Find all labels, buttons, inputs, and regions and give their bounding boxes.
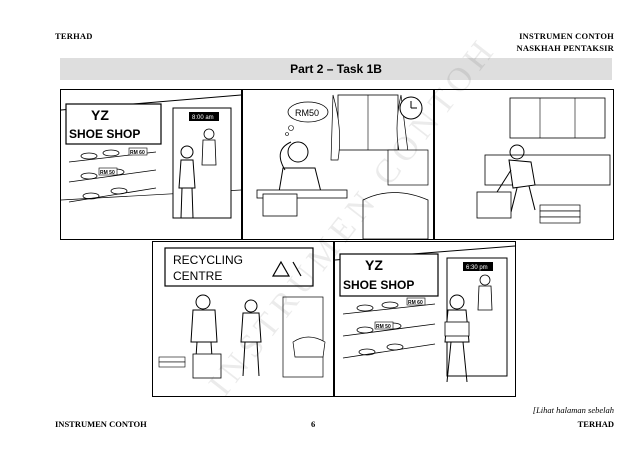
sign-text: SHOE SHOP — [343, 278, 414, 292]
sign-line2: CENTRE — [173, 269, 222, 283]
thought-price: RM50 — [295, 108, 319, 118]
kitchen-cabinet — [509, 97, 606, 139]
building-door — [282, 296, 324, 378]
footer-right-line1: [Lihat halaman sebelah — [532, 405, 614, 415]
task-banner: Part 2 – Task 1B — [60, 58, 612, 80]
shopkeeper-figure — [477, 274, 493, 311]
boy-collecting-illustration — [476, 97, 611, 224]
sign-brand: YZ — [91, 107, 109, 123]
page-number: 6 — [311, 419, 316, 429]
shop-sign — [65, 103, 162, 145]
recycling-centre-illustration: RECYCLING CENTRE — [158, 247, 326, 379]
counter — [484, 154, 611, 186]
price-tag-1: RM 60 — [130, 150, 145, 156]
header-left: TERHAD — [55, 31, 93, 41]
boy-figure — [496, 144, 536, 213]
shoe-shelves — [342, 301, 436, 359]
boy-figure — [240, 299, 262, 377]
shoe-box-in-hand — [444, 321, 470, 337]
sofa — [362, 192, 429, 239]
shoe-box — [262, 193, 298, 217]
panel-recycling-centre: RECYCLING CENTRE — [152, 241, 334, 397]
sign-line1: RECYCLING — [173, 253, 243, 267]
newspaper-stack — [158, 356, 186, 368]
thought-bubble — [287, 101, 329, 123]
newspaper-stack — [539, 204, 581, 224]
door-clock — [463, 262, 493, 271]
panel-boy-thinking: RM50 — [242, 89, 434, 240]
price-tag-2: RM 50 — [100, 170, 115, 176]
price-tag-1: RM 60 — [408, 300, 423, 306]
panel-shoe-shop-evening: YZ SHOE SHOP RM 60 RM 50 6:30 pm — [334, 241, 516, 397]
shoe-shop-evening-illustration: YZ SHOE SHOP RM 60 RM 50 6:30 pm — [335, 245, 515, 383]
shopkeeper-figure — [201, 128, 217, 166]
recyclables-pile — [292, 336, 326, 358]
panel-boy-collecting — [434, 89, 614, 240]
footer-right-line2: TERHAD — [577, 419, 614, 429]
task-title: Part 2 – Task 1B — [290, 62, 382, 76]
box — [476, 191, 512, 219]
curtain-left — [330, 94, 341, 161]
recycling-sign — [164, 247, 314, 287]
table — [256, 189, 348, 199]
price-tag-2: RM 50 — [376, 324, 391, 330]
recycle-icon — [271, 260, 302, 277]
footer-left: INSTRUMEN CONTOH — [55, 419, 147, 429]
shoe-shelves — [68, 149, 157, 203]
door-clock-time: 6:30 pm — [466, 265, 488, 271]
shop-sign — [339, 253, 439, 297]
boy-figure — [178, 145, 196, 219]
door-clock — [189, 112, 219, 121]
header-right-line2: NASKHAH PENTAKSIR — [516, 43, 614, 53]
boy-figure — [278, 141, 322, 193]
sign-text: SHOE SHOP — [69, 127, 140, 141]
shoe-shop-morning-illustration: YZ SHOE SHOP RM 60 RM 50 8:00 am — [61, 94, 241, 219]
door-clock-time: 8:00 am — [192, 115, 214, 121]
scale — [192, 353, 222, 379]
boy-thinking-illustration: RM50 — [256, 94, 429, 239]
sign-brand: YZ — [365, 257, 383, 273]
cushion — [387, 149, 429, 186]
header-right-line1: INSTRUMEN CONTOH — [519, 31, 614, 41]
panel-shoe-shop-morning: YZ SHOE SHOP RM 60 RM 50 8:00 am — [60, 89, 242, 240]
